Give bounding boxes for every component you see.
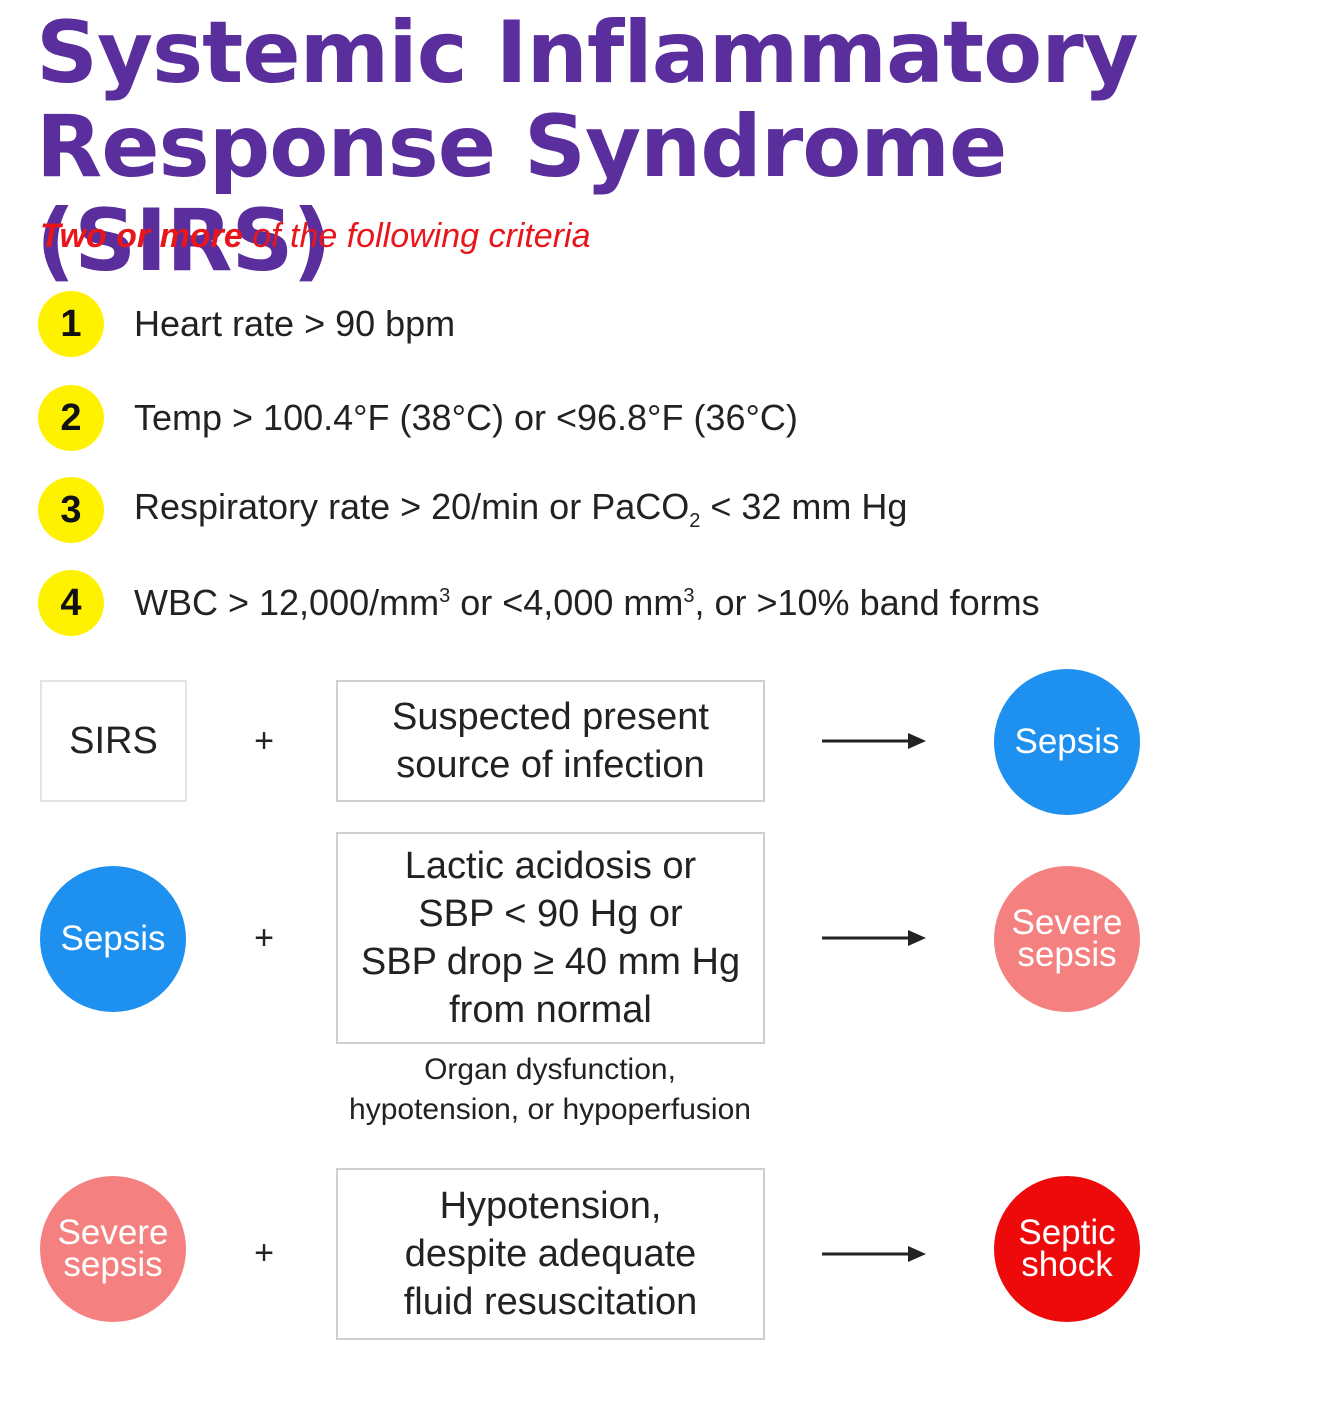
title-line-1: Systemic Inflammatory: [36, 3, 1139, 103]
superscript: 3: [439, 585, 451, 607]
criterion-text-part: or <4,000 mm: [450, 582, 684, 623]
criterion-text-part: , or >10% band forms: [694, 582, 1040, 623]
criterion-text: Heart rate > 90 bpm: [134, 303, 456, 344]
criterion-text-part: < 32 mm Hg: [700, 486, 908, 528]
septic-shock-result-circle: Septic shock: [994, 1176, 1140, 1322]
plus-sign: +: [254, 722, 274, 760]
criterion-text: Temp > 100.4°F (38°C) or <96.8°F (36°C): [134, 397, 798, 438]
subtitle-rest: of the following criteria: [242, 217, 591, 255]
arrow-right-icon: [822, 733, 926, 749]
criterion-number-badge: 4: [38, 570, 104, 636]
title-line-2: Response Syndrome (SIRS): [36, 97, 1007, 291]
organ-dysfunction-condition-box: Lactic acidosis or SBP < 90 Hg or SBP dr…: [336, 832, 765, 1044]
plus-sign: +: [254, 1234, 274, 1272]
infection-condition-box: Suspected present source of infection: [336, 680, 765, 802]
subscript: 2: [689, 510, 701, 533]
arrow-right-icon: [822, 930, 926, 946]
criterion-text-part: WBC > 12,000/mm: [134, 582, 440, 623]
criterion-text-part: Respiratory rate > 20/min or PaCO: [134, 486, 690, 528]
criterion-respiratory-rate: 3 Respiratory rate > 20/min or PaCO2 < 3…: [38, 477, 907, 543]
criterion-number-badge: 3: [38, 477, 104, 543]
arrow-right-icon: [822, 1246, 926, 1262]
criterion-number-badge: 1: [38, 291, 104, 357]
severe-sepsis-start-circle: Severe sepsis: [40, 1176, 186, 1322]
severe-sepsis-result-circle: Severe sepsis: [994, 866, 1140, 1012]
superscript: 3: [683, 585, 695, 607]
criterion-temperature: 2 Temp > 100.4°F (38°C) or <96.8°F (36°C…: [38, 385, 798, 451]
criterion-number-badge: 2: [38, 385, 104, 451]
criterion-text: Respiratory rate > 20/min or PaCO2 < 32 …: [134, 486, 907, 533]
page-title: Systemic Inflammatory Response Syndrome …: [36, 6, 1316, 288]
hypotension-condition-box: Hypotension, despite adequate fluid resu…: [336, 1168, 765, 1340]
criterion-wbc: 4 WBC > 12,000/mm3 or <4,000 mm3, or >10…: [38, 570, 1040, 636]
subtitle-emphasis: Two or more: [40, 217, 243, 255]
criteria-subtitle: Two or more of the following criteria: [40, 214, 591, 258]
sirs-box: SIRS: [40, 680, 187, 802]
organ-dysfunction-note: Organ dysfunction, hypotension, or hypop…: [349, 1053, 751, 1126]
sepsis-start-circle: Sepsis: [40, 866, 186, 1012]
criterion-text: WBC > 12,000/mm3 or <4,000 mm3, or >10% …: [134, 582, 1040, 624]
sepsis-result-circle: Sepsis: [994, 669, 1140, 815]
criterion-heart-rate: 1 Heart rate > 90 bpm: [38, 291, 455, 357]
plus-sign: +: [254, 919, 274, 957]
